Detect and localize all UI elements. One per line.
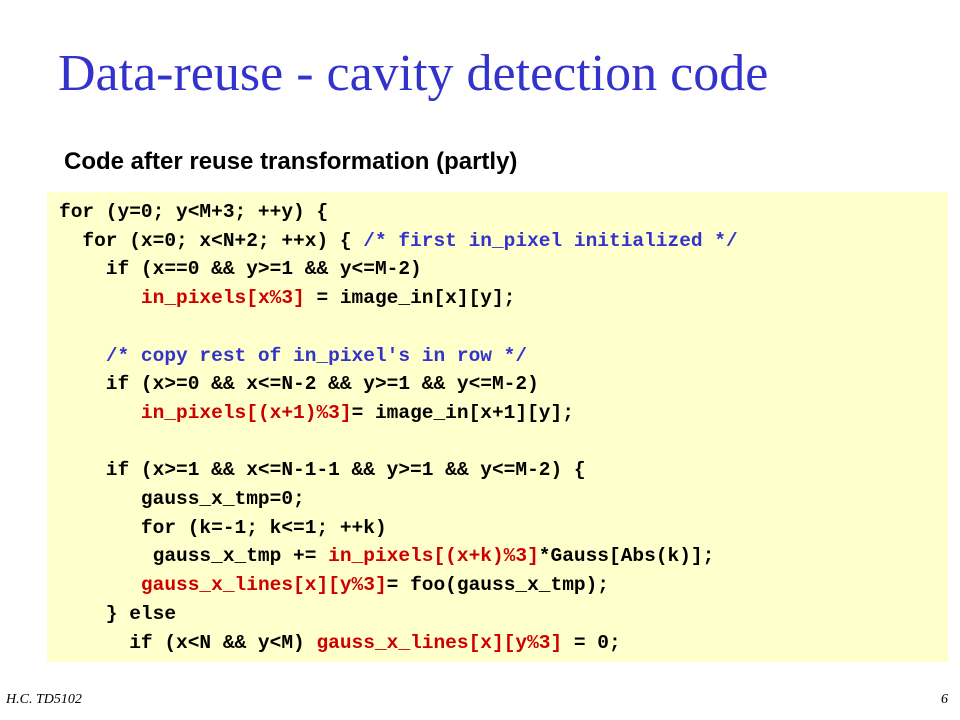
code-text: = image_in[x][y]; xyxy=(304,287,516,310)
code-text: gauss_x_tmp += xyxy=(59,545,329,568)
code-text xyxy=(59,287,141,309)
code-text xyxy=(59,402,141,424)
code-text: = 0; xyxy=(562,631,621,654)
code-text: if (x==0 && y>=1 && y<=M-2) xyxy=(59,258,422,281)
code-text xyxy=(59,574,141,596)
code-line: if (x>=0 && x<=N-2 && y>=1 && y<=M-2) xyxy=(59,372,539,396)
code-text: for (k=-1; k<=1; ++k) xyxy=(59,516,387,539)
code-line: for (y=0; y<M+3; ++y) { xyxy=(59,200,328,224)
code-text: for (x=0; x<N+2; ++x) { xyxy=(59,229,364,252)
code-line: gauss_x_lines[x][y%3]= foo(gauss_x_tmp); xyxy=(59,573,609,597)
code-comment: /* first in_pixel initialized */ xyxy=(363,229,738,252)
code-line: if (x==0 && y>=1 && y<=M-2) xyxy=(59,257,422,281)
code-text: *Gauss[Abs(k)]; xyxy=(538,545,715,568)
code-highlight: in_pixels[(x+k)%3] xyxy=(328,545,539,568)
code-text: if (x>=0 && x<=N-2 && y>=1 && y<=M-2) xyxy=(59,373,539,396)
code-text: = image_in[x+1][y]; xyxy=(351,401,574,424)
code-text: if (x<N && y<M) xyxy=(59,631,317,654)
code-text: gauss_x_tmp=0; xyxy=(59,488,305,510)
code-text: } else xyxy=(59,602,177,625)
code-line: if (x>=1 && x<=N-1-1 && y>=1 && y<=M-2) … xyxy=(59,458,586,482)
code-line: } else xyxy=(59,602,176,626)
slide-title: Data-reuse - cavity detection code xyxy=(58,45,769,102)
code-highlight: in_pixels[(x+1)%3] xyxy=(140,401,352,424)
code-comment: /* copy rest of in_pixel's in row */ xyxy=(105,344,528,367)
code-line: gauss_x_tmp=0; xyxy=(59,487,305,511)
code-line: in_pixels[(x+1)%3]= image_in[x+1][y]; xyxy=(59,401,574,425)
code-text: if (x>=1 && x<=N-1-1 && y>=1 && y<=M-2) … xyxy=(59,459,586,482)
page-number: 6 xyxy=(941,692,948,707)
code-line: for (k=-1; k<=1; ++k) xyxy=(59,516,387,540)
code-highlight: in_pixels[x%3] xyxy=(140,287,305,310)
code-text: = foo(gauss_x_tmp); xyxy=(386,574,610,597)
code-highlight: gauss_x_lines[x][y%3] xyxy=(316,631,563,654)
code-line: /* copy rest of in_pixel's in row */ xyxy=(59,344,527,368)
code-highlight: gauss_x_lines[x][y%3] xyxy=(140,574,387,597)
code-text xyxy=(59,345,106,367)
footer-author-course: H.C. TD5102 xyxy=(6,692,82,707)
slide-subtitle: Code after reuse transformation (partly) xyxy=(64,148,518,175)
code-text: for (y=0; y<M+3; ++y) { xyxy=(59,201,329,223)
code-line: if (x<N && y<M) gauss_x_lines[x][y%3] = … xyxy=(59,631,621,655)
code-line: in_pixels[x%3] = image_in[x][y]; xyxy=(59,286,515,310)
code-line: for (x=0; x<N+2; ++x) { /* first in_pixe… xyxy=(59,229,738,253)
code-line: gauss_x_tmp += in_pixels[(x+k)%3]*Gauss[… xyxy=(59,544,715,568)
code-block-background xyxy=(47,192,948,662)
